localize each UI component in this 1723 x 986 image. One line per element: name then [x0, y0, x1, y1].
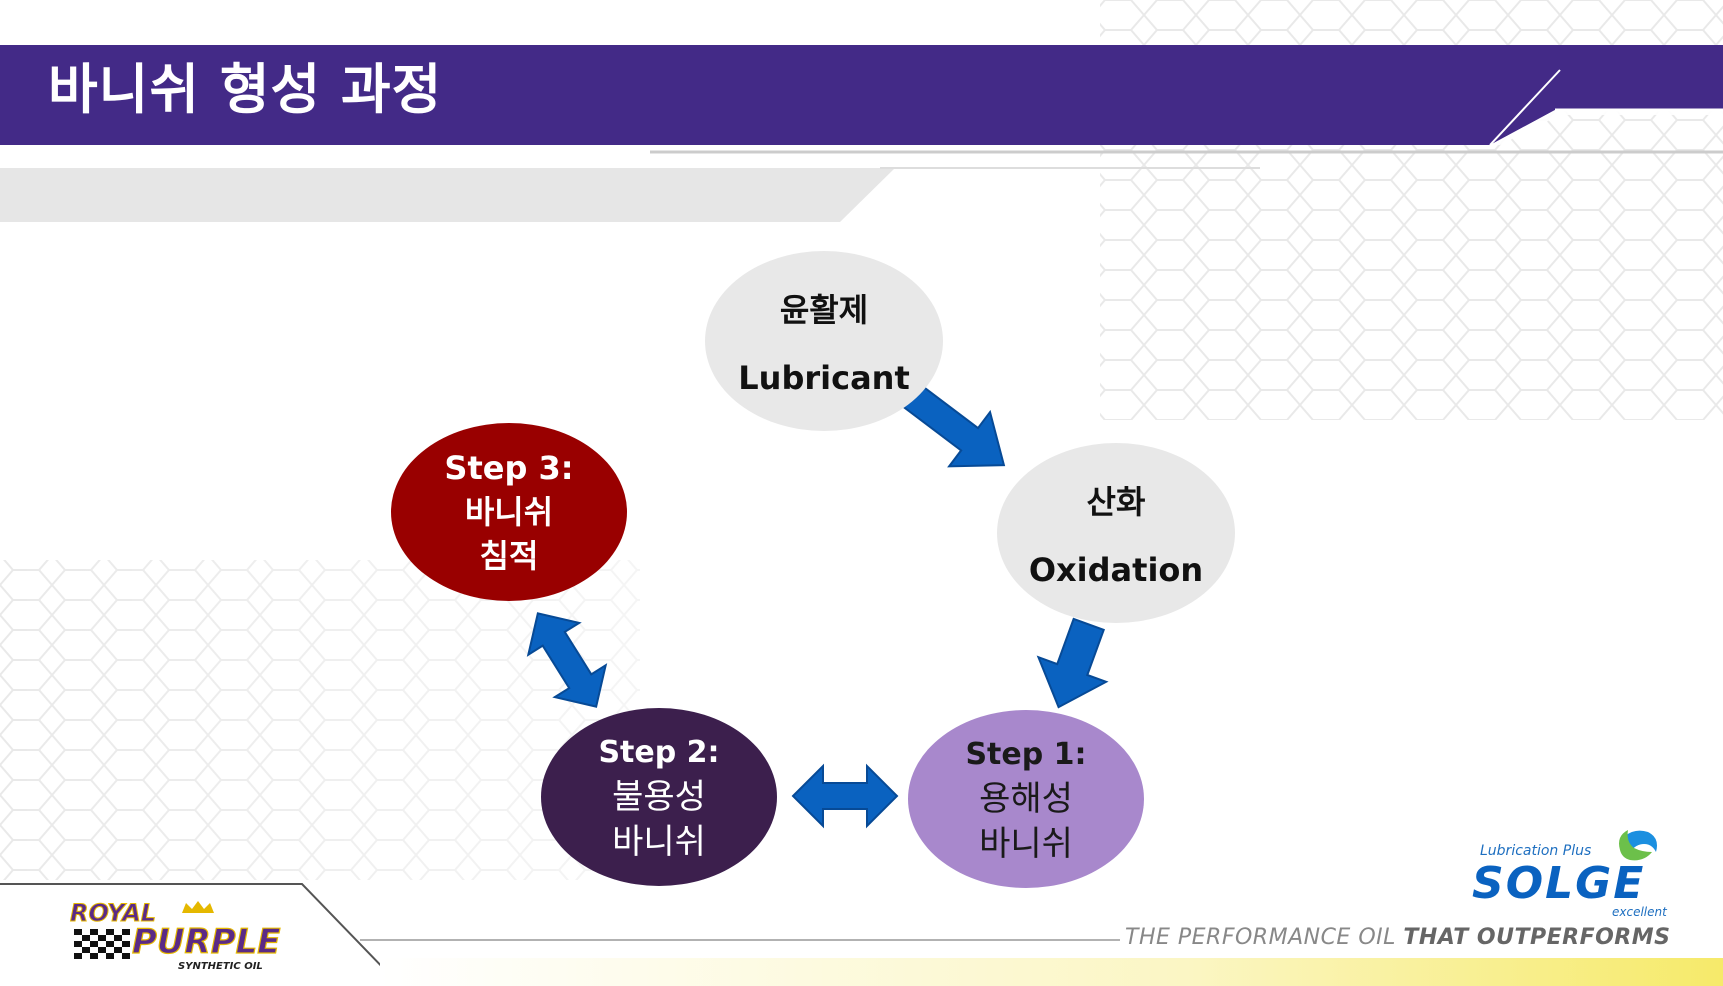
oxidation-ko: 산화 — [1086, 483, 1146, 521]
solge-name: SOLGE — [1472, 858, 1645, 909]
node-step3: Step 3: 바니쉬 침적 — [391, 423, 627, 601]
step2-line2: 바니쉬 — [612, 821, 706, 862]
tagline-part-b: THAT OUTPERFORMS — [1403, 925, 1671, 950]
slide-title: 바니쉬 형성 과정 — [48, 58, 443, 121]
node-lubricant: 윤활제 Lubricant — [705, 251, 943, 431]
royal-text: ROYAL — [70, 899, 156, 927]
node-step2: Step 2: 불용성 바니쉬 — [541, 708, 777, 886]
step1-line2: 바니쉬 — [979, 823, 1073, 864]
step1-line1: 용해성 — [979, 778, 1073, 819]
tagline: THE PERFORMANCE OIL THAT OUTPERFORMS — [1125, 925, 1670, 950]
royal-purple-logo: ROYAL PURPLE SYNTHETIC OIL — [70, 899, 282, 973]
lubrication-plus-text: Lubrication Plus — [1480, 843, 1591, 859]
step3-line2: 침적 — [479, 537, 539, 575]
checkered-flag-icon — [74, 929, 134, 965]
step3-label: Step 3: — [444, 449, 574, 487]
lubricant-en: Lubricant — [738, 359, 910, 397]
node-step1: Step 1: 용해성 바니쉬 — [908, 710, 1144, 888]
oxidation-en: Oxidation — [1028, 551, 1204, 589]
step3-line1: 바니쉬 — [464, 493, 554, 531]
solge-emblem-icon — [1619, 830, 1657, 861]
node-oxidation: 산화 Oxidation — [997, 443, 1235, 623]
purple-text: PURPLE — [132, 922, 281, 962]
crown-icon — [182, 901, 214, 913]
title-bar — [0, 45, 1723, 145]
lubricant-ko: 윤활제 — [779, 291, 869, 329]
solge-logo: Lubrication Plus SOLGE excellent — [1472, 830, 1668, 919]
step2-label: Step 2: — [598, 734, 720, 770]
synthetic-oil-text: SYNTHETIC OIL — [178, 961, 263, 972]
tagline-part-a: THE PERFORMANCE OIL — [1125, 925, 1396, 950]
step2-line1: 불용성 — [612, 776, 706, 817]
step1-label: Step 1: — [965, 736, 1087, 772]
excellent-text: excellent — [1612, 905, 1668, 919]
